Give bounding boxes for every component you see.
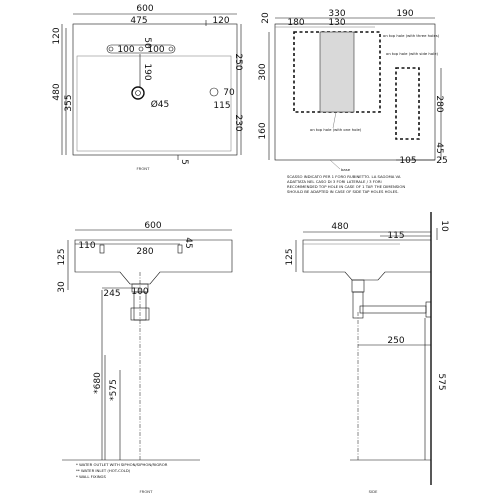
caption-front-install: FRONT bbox=[140, 489, 154, 494]
side-siphon-top bbox=[351, 279, 365, 293]
dim-245: 245 bbox=[103, 289, 120, 299]
caption-front-top: FRONT bbox=[137, 166, 151, 171]
basin-side-body bbox=[302, 239, 432, 281]
legend-line-2: ** WATER INLET (HOT-COLD) bbox=[76, 468, 131, 473]
side-hole-zone bbox=[395, 67, 420, 140]
fixing-left bbox=[99, 244, 105, 254]
drain-outer bbox=[131, 86, 145, 100]
dim-680: *680 bbox=[93, 372, 103, 394]
dim-30: 30 bbox=[57, 281, 67, 293]
label-base: base bbox=[341, 167, 351, 172]
note-line-1: SCASSO INDICATO PER 1 FORO RUBINETTO. LA… bbox=[287, 174, 401, 179]
dim-50: 50 bbox=[142, 37, 152, 49]
dim-250: 250 bbox=[233, 53, 243, 70]
label-one-hole: on top hole (with one hole) bbox=[310, 127, 362, 132]
side-waste-pipe bbox=[359, 305, 427, 314]
dim-dia45: Ø45 bbox=[151, 99, 170, 110]
dim-45: 45 bbox=[434, 142, 444, 153]
dim-575-side: 575 bbox=[436, 373, 446, 390]
dim-110: 110 bbox=[78, 241, 95, 251]
legend-line-1: * WATER OUTLET WITH SIPHON/SIPHON/RIGROR bbox=[76, 462, 168, 467]
tap-holes-slot bbox=[106, 44, 176, 54]
side-install-view: 480 115 10 125 250 575 SIDE bbox=[285, 212, 449, 494]
dim-100-left: 100 bbox=[117, 45, 134, 55]
dim-190: 190 bbox=[142, 63, 152, 80]
dim-330: 330 bbox=[328, 9, 345, 19]
dim-130: 130 bbox=[328, 18, 345, 28]
label-three-holes: on top hole (with three holes) bbox=[383, 33, 440, 38]
basin-bowl bbox=[76, 55, 232, 152]
drain-inner bbox=[135, 90, 141, 96]
dim-300: 300 bbox=[258, 63, 268, 80]
dim-280-front: 280 bbox=[136, 247, 153, 257]
side-wall-flange bbox=[425, 301, 432, 318]
dim-45-front: 45 bbox=[183, 237, 193, 248]
top-hole-view: 20 330 190 180 130 300 160 280 45 105 25… bbox=[258, 9, 448, 194]
front-top-view: 600 475 120 120 480 355 100 100 50 190 2… bbox=[52, 4, 243, 171]
dim-190-top: 190 bbox=[396, 9, 413, 19]
dim-115: 115 bbox=[213, 101, 230, 111]
note-line-4: SHOULD BE ADAPTED IN CASE OF SIDE TAP HO… bbox=[287, 189, 399, 194]
dim-160: 160 bbox=[258, 122, 268, 139]
dim-480: 480 bbox=[52, 83, 62, 100]
dim-100-front: 100 bbox=[131, 287, 148, 297]
one-hole-zone bbox=[319, 31, 355, 113]
dim-100-right: 100 bbox=[147, 45, 164, 55]
dim-70: 70 bbox=[223, 88, 235, 98]
dim-475: 475 bbox=[130, 16, 147, 26]
dim-180: 180 bbox=[287, 18, 304, 28]
dim-600-front: 600 bbox=[144, 221, 161, 231]
dim-230: 230 bbox=[233, 114, 243, 131]
fixing-right bbox=[177, 244, 183, 254]
legend-line-3: * WALL FIXINGS bbox=[76, 474, 106, 479]
basin-outline bbox=[72, 23, 238, 156]
tap-hole-left bbox=[108, 46, 114, 52]
dim-575-front: *575 bbox=[109, 379, 119, 401]
dim-25: 25 bbox=[436, 156, 447, 166]
tap-hole-right bbox=[168, 46, 174, 52]
overflow-hole bbox=[209, 87, 219, 97]
dim-125-front: 125 bbox=[57, 248, 67, 265]
top-view-outline bbox=[274, 23, 436, 161]
dim-105: 105 bbox=[399, 156, 416, 166]
dim-600: 600 bbox=[136, 4, 153, 14]
dim-10: 10 bbox=[439, 220, 449, 232]
note-line-3: RECOMMENDED TOP HOLE IN CASE OF 1 TAP. T… bbox=[287, 184, 405, 189]
note-line-2: ADATTATA NEL CASO DI 3 FORI LATERALE / 3… bbox=[287, 179, 382, 184]
dim-5: 5 bbox=[179, 159, 189, 165]
dim-125-side: 125 bbox=[285, 248, 295, 265]
front-install-view: 600 110 280 45 125 30 245 100 *680 *575 … bbox=[57, 221, 233, 494]
caption-side-install: SIDE bbox=[369, 489, 378, 494]
dim-280: 280 bbox=[434, 95, 444, 112]
dim-250-side: 250 bbox=[387, 336, 404, 346]
dim-480-side: 480 bbox=[331, 222, 348, 232]
dim-20: 20 bbox=[261, 12, 271, 24]
label-side-holes: on top hole (with side hole) bbox=[386, 51, 439, 56]
dim-120-left: 120 bbox=[52, 27, 62, 44]
basin-front-body bbox=[74, 239, 233, 285]
tap-hole-center bbox=[138, 46, 144, 52]
dim-355: 355 bbox=[64, 94, 74, 111]
dim-115-side: 115 bbox=[387, 231, 404, 241]
dim-120-top: 120 bbox=[212, 16, 229, 26]
